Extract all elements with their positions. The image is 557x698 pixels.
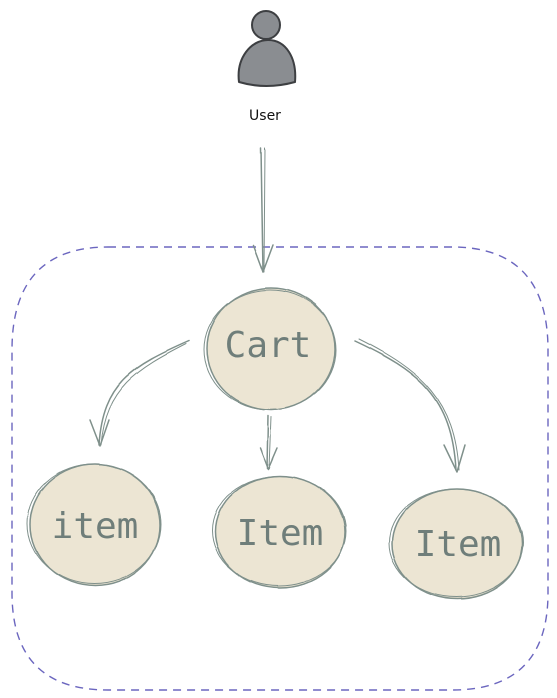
cart-label: Cart [225,325,312,366]
item-center-node [211,475,347,589]
cart-node [203,287,337,411]
item-left-node [26,463,162,587]
item-right-node [388,488,524,600]
user-label: User [249,108,281,124]
user-icon [237,10,297,87]
item-left-label: item [52,506,139,547]
user-to-cart-arrow [252,147,274,273]
cart-group-border [11,246,549,691]
cart-to-item-right-arrow [354,338,466,473]
cart-to-item-center-arrow [259,415,278,470]
item-center-label: Item [237,513,324,554]
item-right-label: Item [415,524,502,565]
cart-to-item-left-arrow [89,340,190,447]
